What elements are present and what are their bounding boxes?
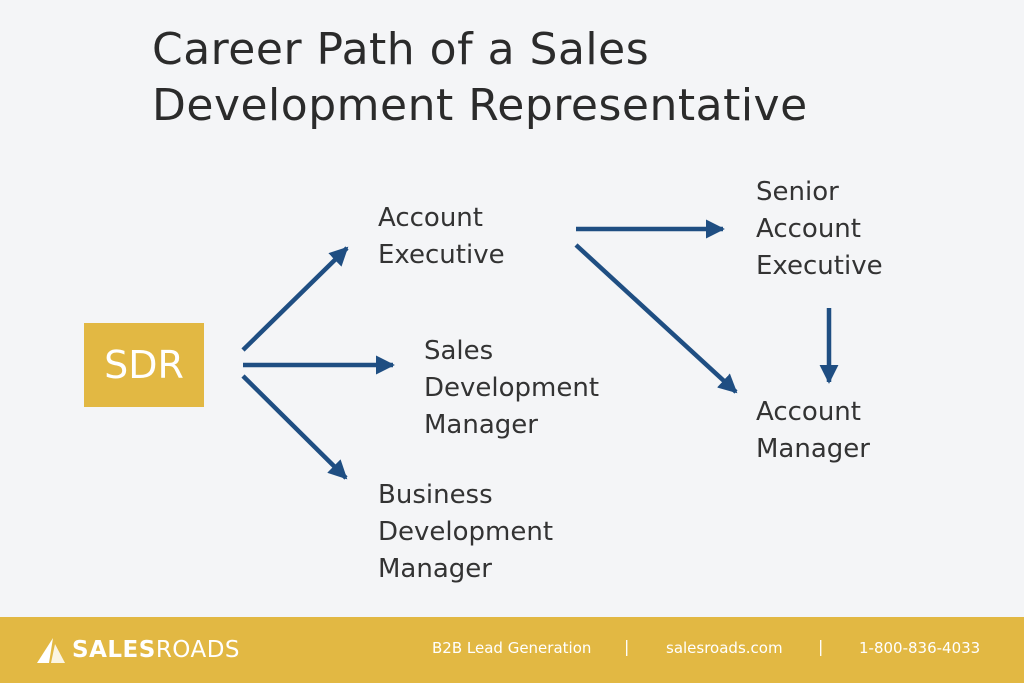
footer-separator: | [818,637,824,656]
node-account-manager: Account Manager [756,394,870,468]
node-label-line: Account [756,397,861,427]
sail-icon [37,638,65,663]
node-label-line: Senior [756,177,839,207]
diagram-title: Career Path of a Sales Development Repre… [152,22,808,134]
node-account-executive: Account Executive [378,200,505,274]
footer-website[interactable]: salesroads.com [666,639,783,657]
node-business-development-manager: Business Development Manager [378,477,553,588]
footer-bar: SALESROADS B2B Lead Generation | salesro… [0,617,1024,683]
logo-bold: SALES [72,637,156,663]
node-label-line: Development [378,517,554,547]
logo-wordmark: SALESROADS [72,637,240,663]
salesroads-logo: SALESROADS [36,633,240,667]
arrow-sdr-to-business-development-manager [241,374,348,480]
node-label-line: Account [756,214,861,244]
node-label-line: Business [378,480,493,510]
footer-separator: | [624,637,630,656]
arrow-sdr-to-account-executive [241,246,349,352]
node-label-line: Manager [378,554,492,584]
node-label-line: Manager [756,434,870,464]
node-label-line: Account [378,203,483,233]
node-label-line: Manager [424,410,538,440]
title-line-1: Career Path of a Sales [152,24,650,75]
arrow-ae-to-account-manager [574,243,738,394]
node-label-line: Executive [378,240,505,270]
node-label-line: Sales [424,336,494,366]
node-sales-development-manager: Sales Development Manager [424,333,599,444]
node-label-line: Development [424,373,600,403]
footer-tagline: B2B Lead Generation [432,639,592,657]
title-line-2: Development Representative [152,80,808,131]
node-sdr: SDR [84,323,204,407]
logo-light: ROADS [155,637,241,663]
arrows-layer [241,219,839,480]
node-label-line: Executive [756,251,883,281]
footer-phone: 1-800-836-4033 [859,639,981,657]
node-senior-account-executive: Senior Account Executive [756,174,883,285]
